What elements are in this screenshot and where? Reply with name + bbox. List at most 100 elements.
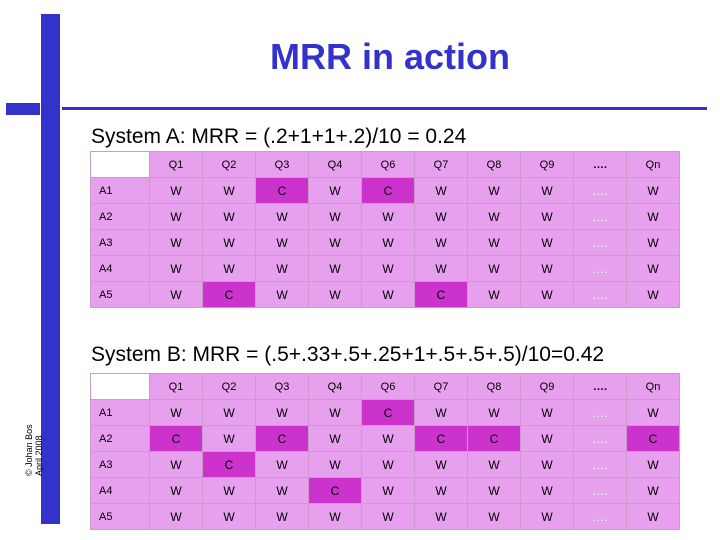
ellipsis-cell: …. (573, 477, 627, 504)
wrong-answer-cell: W (308, 425, 362, 452)
wrong-answer-cell: W (202, 503, 256, 530)
row-label: A2 (90, 425, 150, 452)
wrong-answer-cell: W (255, 281, 309, 308)
correct-answer-cell: C (202, 451, 256, 478)
column-header: Qn (626, 373, 680, 400)
column-header: Q4 (308, 373, 362, 400)
left-accent-tab (6, 103, 40, 115)
column-header: …. (573, 373, 627, 400)
row-label: A3 (90, 229, 150, 256)
row-label: A4 (90, 477, 150, 504)
wrong-answer-cell: W (255, 203, 309, 230)
wrong-answer-cell: W (149, 203, 203, 230)
wrong-answer-cell: W (255, 229, 309, 256)
wrong-answer-cell: W (414, 177, 468, 204)
wrong-answer-cell: W (149, 177, 203, 204)
wrong-answer-cell: W (414, 477, 468, 504)
wrong-answer-cell: W (361, 203, 415, 230)
correct-answer-cell: C (361, 177, 415, 204)
slide-title: MRR in action (270, 36, 510, 77)
wrong-answer-cell: W (149, 399, 203, 426)
wrong-answer-cell: W (202, 425, 256, 452)
ellipsis-cell: …. (573, 229, 627, 256)
wrong-answer-cell: W (255, 503, 309, 530)
wrong-answer-cell: W (361, 503, 415, 530)
wrong-answer-cell: W (467, 503, 521, 530)
column-header: Q7 (414, 373, 468, 400)
wrong-answer-cell: W (520, 177, 574, 204)
wrong-answer-cell: W (308, 503, 362, 530)
wrong-answer-cell: W (520, 425, 574, 452)
wrong-answer-cell: W (202, 203, 256, 230)
row-label: A5 (90, 281, 150, 308)
column-header: Q9 (520, 373, 574, 400)
wrong-answer-cell: W (626, 477, 680, 504)
wrong-answer-cell: W (308, 203, 362, 230)
column-header: Q8 (467, 373, 521, 400)
table-corner-cell (90, 373, 150, 400)
wrong-answer-cell: W (361, 425, 415, 452)
wrong-answer-cell: W (414, 203, 468, 230)
wrong-answer-cell: W (520, 281, 574, 308)
wrong-answer-cell: W (626, 503, 680, 530)
ellipsis-cell: …. (573, 425, 627, 452)
wrong-answer-cell: W (308, 255, 362, 282)
column-header: Q4 (308, 151, 362, 178)
correct-answer-cell: C (255, 425, 309, 452)
row-label: A2 (90, 203, 150, 230)
wrong-answer-cell: W (255, 399, 309, 426)
column-header: Q3 (255, 151, 309, 178)
copyright-notice: © Johan Bos April 2008 (24, 424, 44, 476)
correct-answer-cell: C (149, 425, 203, 452)
wrong-answer-cell: W (626, 229, 680, 256)
correct-answer-cell: C (255, 177, 309, 204)
wrong-answer-cell: W (308, 451, 362, 478)
left-accent-bar (41, 14, 60, 524)
wrong-answer-cell: W (361, 477, 415, 504)
column-header: Q7 (414, 151, 468, 178)
wrong-answer-cell: W (361, 229, 415, 256)
correct-answer-cell: C (308, 477, 362, 504)
wrong-answer-cell: W (467, 281, 521, 308)
copyright-date: April 2008 (34, 435, 44, 476)
wrong-answer-cell: W (202, 229, 256, 256)
column-header: Q1 (149, 373, 203, 400)
wrong-answer-cell: W (202, 177, 256, 204)
ellipsis-cell: …. (573, 503, 627, 530)
wrong-answer-cell: W (414, 503, 468, 530)
wrong-answer-cell: W (467, 399, 521, 426)
wrong-answer-cell: W (626, 203, 680, 230)
wrong-answer-cell: W (520, 477, 574, 504)
wrong-answer-cell: W (520, 503, 574, 530)
correct-answer-cell: C (414, 281, 468, 308)
wrong-answer-cell: W (414, 255, 468, 282)
wrong-answer-cell: W (626, 281, 680, 308)
row-label: A1 (90, 177, 150, 204)
wrong-answer-cell: W (520, 255, 574, 282)
column-header: Q9 (520, 151, 574, 178)
wrong-answer-cell: W (414, 229, 468, 256)
wrong-answer-cell: W (414, 451, 468, 478)
wrong-answer-cell: W (149, 255, 203, 282)
wrong-answer-cell: W (626, 255, 680, 282)
column-header: Q8 (467, 151, 521, 178)
system-a-heading: System A: MRR = (.2+1+1+.2)/10 = 0.24 (91, 125, 467, 148)
wrong-answer-cell: W (414, 399, 468, 426)
column-header: Q6 (361, 373, 415, 400)
wrong-answer-cell: W (202, 399, 256, 426)
column-header: Q2 (202, 151, 256, 178)
wrong-answer-cell: W (308, 229, 362, 256)
column-header: Qn (626, 151, 680, 178)
wrong-answer-cell: W (308, 177, 362, 204)
ellipsis-cell: …. (573, 451, 627, 478)
wrong-answer-cell: W (467, 451, 521, 478)
